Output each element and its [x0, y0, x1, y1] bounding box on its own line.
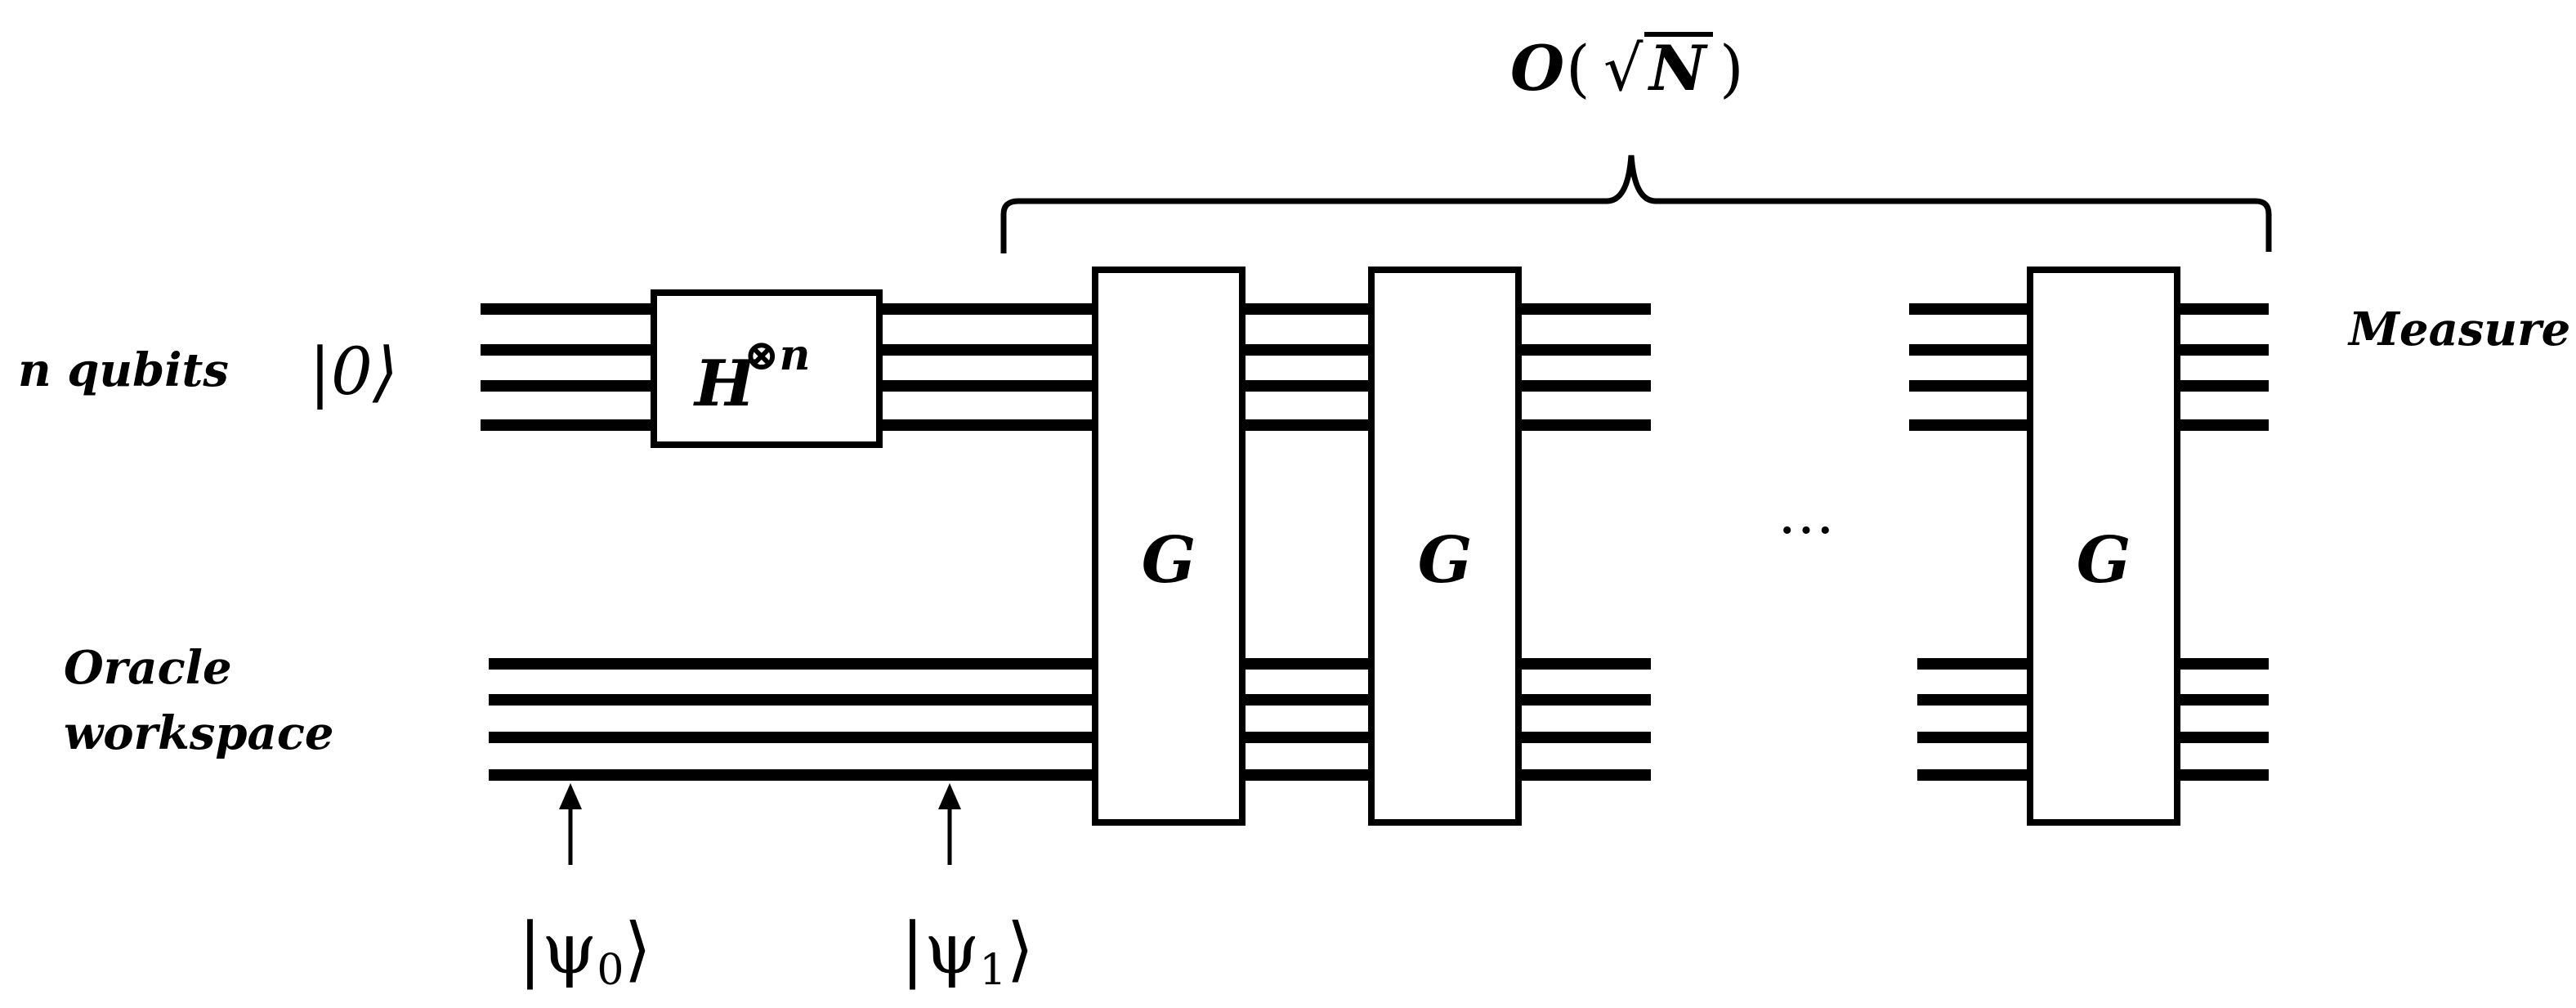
grover-gate-letter: G — [1142, 523, 1196, 598]
grover-gate-3: G — [2027, 267, 2180, 826]
hadamard-gate: H ⊗n — [651, 289, 883, 448]
qubit-wires — [481, 303, 2269, 781]
sqrt-sign: √ — [1603, 32, 1644, 105]
ellipsis: … — [1778, 480, 1835, 547]
psi0-label: |ψ0⟩ — [518, 908, 651, 995]
grover-gate-box — [1368, 267, 1522, 826]
grover-gate-box — [2027, 267, 2180, 826]
hadamard-letter: H — [693, 347, 757, 421]
open-paren: ( — [1566, 32, 1590, 105]
close-paren: ) — [1720, 32, 1744, 105]
grover-gate-letter: G — [1418, 523, 1473, 598]
grover-gate-2: G — [1368, 267, 1522, 826]
complexity-label: O ( √ N ) — [1510, 32, 1744, 105]
psi1-label: |ψ1⟩ — [901, 908, 1034, 995]
iteration-brace — [1000, 155, 2272, 253]
oracle-label-line1: Oracle — [64, 641, 232, 695]
n-qubits-label: n qubits — [18, 343, 229, 397]
state-marker-psi0: |ψ0⟩ — [518, 783, 651, 995]
oracle-label-line2: workspace — [64, 706, 334, 760]
hadamard-box — [651, 289, 883, 448]
initial-state-label: |0⟩ — [309, 334, 398, 410]
big-o: O — [1510, 32, 1564, 105]
state-marker-psi1: |ψ1⟩ — [901, 783, 1034, 995]
tensor-power: ⊗n — [744, 330, 810, 380]
measure-label: Measure — [2347, 302, 2570, 356]
grover-gate-box — [1092, 267, 1246, 826]
n-symbol: N — [1648, 32, 1708, 105]
arrow-head — [559, 783, 582, 809]
grover-gate-letter: G — [2077, 523, 2131, 598]
grover-gate-1: G — [1092, 267, 1246, 826]
arrow-head — [938, 783, 961, 809]
